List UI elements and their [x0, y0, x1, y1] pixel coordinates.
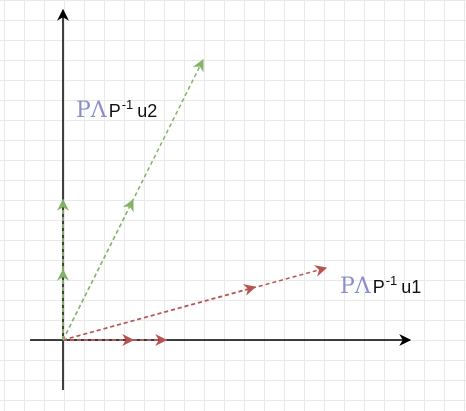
label-u1-vector: u1 [401, 277, 422, 297]
green-vector-long-b [62, 58, 204, 341]
label-u2-p: P [108, 101, 121, 121]
label-u1-symbol: PΛ [340, 274, 371, 299]
label-u2-symbol: PΛ [76, 98, 107, 123]
label-u1: PΛ P -1 u1 [340, 273, 422, 299]
label-u2: PΛ P -1 u2 [76, 97, 158, 123]
label-u1-p: P [372, 277, 385, 297]
label-u2-vector: u2 [137, 101, 158, 121]
label-u2-exponent: -1 [121, 97, 134, 112]
label-u1-exponent: -1 [385, 273, 398, 288]
red-vector-long-b [62, 265, 328, 341]
